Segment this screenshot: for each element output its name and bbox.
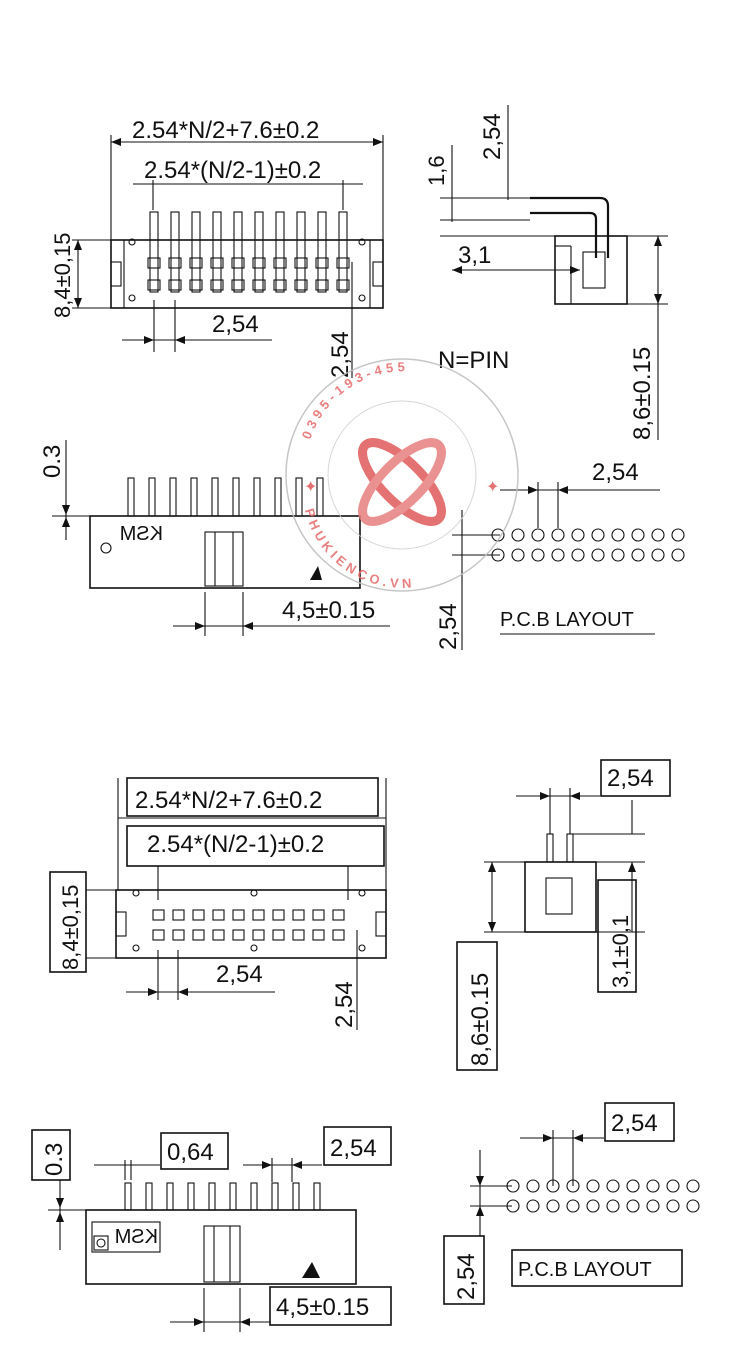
side-height-label: 8,6±0.15 [629,347,656,440]
total-length-label-b: 2.54*N/2+7.6±0.2 [135,787,322,814]
pcb-holes-bottom [506,1179,700,1213]
gap-label-b: 0.3 [41,1143,68,1176]
brand-label-bottom: KSM [115,1226,158,1248]
watermark-star-icon-right: ✦ [486,477,499,496]
pcb-layout-label-top: P.C.B LAYOUT [500,609,634,631]
pcb-pitch-label-b-h: 2,54 [611,1110,658,1137]
brand-logo-icon [100,542,112,554]
pin1-marker-icon-b [302,1262,320,1278]
top-front-view: 2.54*N/2+7.6±0.2 2.54*(N/2-1)±0.2 [50,117,384,378]
pin-offset-label: 1,6 [424,155,449,186]
pitch-label-side: 2,54 [479,113,506,160]
gap-label: 0.3 [39,445,66,478]
side-depth-label-b: 3,1±0,1 [608,915,633,988]
pcb-pitch-label-h: 2,54 [592,459,639,486]
top-pins [147,211,350,293]
top-pcb-layout: 2,54 2,54 P.C.B LAYOUT [435,459,685,650]
height-label-b: 8,4±0,15 [58,885,83,970]
pitch-label-b: 2,54 [216,961,263,988]
side-height-label-b: 8,6±0.15 [467,973,494,1066]
inner-length-label-b: 2.54*(N/2-1)±0.2 [147,831,324,858]
pcb-pitch-label-v: 2,54 [435,603,462,650]
brand-logo-icon-b [96,1238,106,1248]
inner-length-label: 2.54*(N/2-1)±0.2 [144,157,321,184]
brand-label-top: KSM [120,523,163,545]
side-depth-label: 3,1 [458,242,491,269]
bottom-pcb-layout: 2,54 2,54 P.C.B LAYOUT [443,1102,700,1305]
pcb-holes-top [491,528,685,562]
slot-width-label-b: 4,5±0.15 [276,1294,369,1321]
pin-width-label: 0,64 [167,1139,214,1166]
total-length-label: 2.54*N/2+7.6±0.2 [132,117,319,144]
pitch-label-front-v: 2,54 [327,331,354,378]
bottom-pins-grid [152,909,345,941]
watermark-star-icon: ✦ [304,477,317,496]
pin1-marker-icon [310,566,322,580]
watermark: 0395-193-455 PHUKIENCO.VN ✦ ✦ [285,358,519,592]
pitch-label-front: 2,54 [212,311,259,338]
height-label: 8,4±0,15 [50,233,75,318]
top-side-view: 1,6 2,54 3,1 8,6±0.15 N=PIN [424,105,668,440]
pitch-label-b-v: 2,54 [331,981,358,1028]
pcb-pitch-label-b-v: 2,54 [453,1253,480,1300]
pcb-layout-label-bottom: P.C.B LAYOUT [518,1259,652,1281]
n-pin-label: N=PIN [438,347,509,374]
bottom-front-view: 2.54*N/2+7.6±0.2 2.54*(N/2-1)±0.2 [49,777,387,1030]
bottom-side-view: 2,54 3,1±0,1 8,6±0.15 [456,759,671,1071]
bottom-bottom-view: 0.3 0,64 2,54 KSM [31,1126,392,1332]
top-bottom-view: 0.3 KSM 4,5±0.15 [39,440,390,636]
watermark-logo-icon [358,438,446,526]
slot-width-label: 4,5±0.15 [282,597,375,624]
pitch-label-bottom-b: 2,54 [330,1135,377,1162]
pitch-label-side-b: 2,54 [607,765,654,792]
